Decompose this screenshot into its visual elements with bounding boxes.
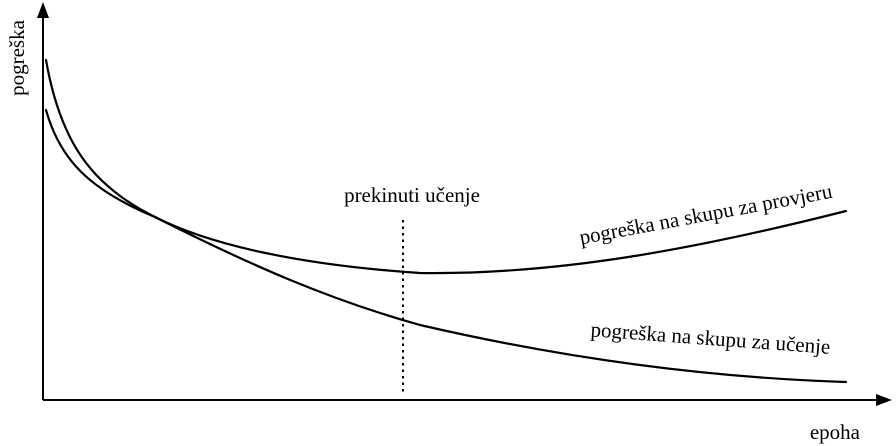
y-axis-arrowhead	[37, 2, 49, 18]
x-axis-label: epoha	[810, 420, 861, 444]
validation-error-curve	[44, 58, 848, 275]
y-axis-label: pogreška	[5, 19, 29, 95]
training-series-label: pogreška na skupu za učenje	[590, 317, 831, 359]
early-stopping-label: prekinuti učenje	[344, 183, 480, 207]
x-axis-arrowhead	[876, 394, 892, 406]
validation-series-label: pogreška na skupu za provjeru	[577, 179, 834, 249]
training-error-curve	[44, 108, 848, 384]
